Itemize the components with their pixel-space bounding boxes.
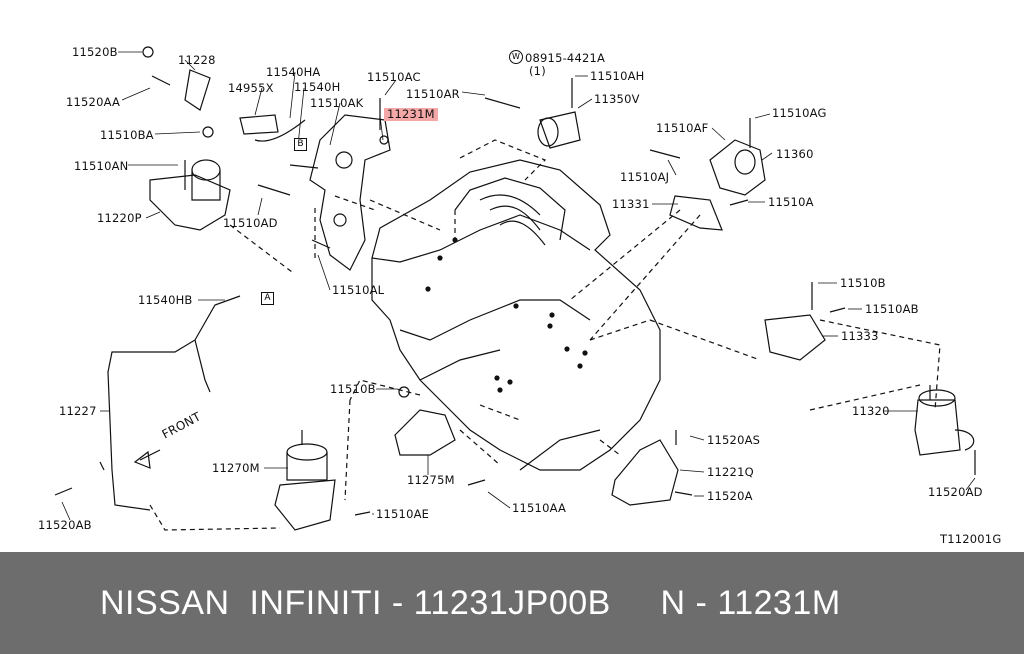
part-label: 11510AF	[656, 121, 709, 135]
part-label: 11510AG	[772, 106, 827, 120]
part-label: 11520AS	[707, 433, 761, 447]
diagram-drawing	[54, 46, 976, 531]
part-label: 14955X	[228, 81, 274, 95]
bracket-11221q	[611, 439, 679, 506]
part-label: 11510AR	[406, 87, 460, 101]
part-label: 11520AB	[38, 518, 92, 532]
part-label: 11275M	[407, 473, 455, 487]
mount-11350v	[539, 111, 581, 149]
part-label: 11227	[59, 404, 97, 418]
part-label: 11510B	[840, 276, 886, 290]
parts-diagram: 11520B 11228 11520AA 14955X 11540HA 1154…	[38, 45, 1002, 546]
part-label: 11510A	[768, 195, 814, 209]
part-label: 11510AH	[590, 69, 645, 83]
bolt-11510al	[311, 239, 331, 249]
bolt-11520b	[142, 46, 154, 58]
part-label: 11510AD	[223, 216, 278, 230]
bolt-11510aj	[649, 149, 681, 159]
part-label: 11520AD	[928, 485, 983, 499]
bolt-11510ad	[257, 184, 291, 196]
bolt-11510ae	[354, 511, 371, 516]
part-label: 11228	[178, 53, 216, 67]
mount-11320	[914, 399, 961, 456]
bracket-11231m	[309, 114, 391, 271]
mount-11360	[709, 139, 766, 196]
mount-11270m	[286, 443, 328, 461]
bracket-11333	[764, 314, 826, 361]
bolt-11510a	[729, 199, 749, 206]
bolt-11510ab	[829, 307, 846, 313]
bolt-11520aa	[151, 75, 171, 86]
part-label: 11320	[852, 404, 890, 418]
sensor-14955x	[239, 114, 279, 135]
bolt-11510ar	[484, 97, 521, 109]
leader-lines	[61, 51, 976, 521]
bolt-11520a	[674, 491, 693, 496]
part-qty: (1)	[529, 64, 546, 78]
part-label: 11510AA	[512, 501, 567, 515]
part-label: 11510AK	[310, 96, 364, 110]
part-label: 11510AB	[865, 302, 919, 316]
bracket-11220p	[149, 174, 231, 231]
part-label: 11510AE	[376, 507, 430, 521]
part-label: 11510AL	[332, 283, 385, 297]
part-number-text: NISSAN INFINITI - 11231JP00B N - 11231M	[100, 583, 841, 622]
bolt-11520ab	[54, 487, 73, 496]
part-label: 11510AN	[74, 159, 129, 173]
bolt-11510aa	[467, 479, 486, 486]
diagram-code: T112001G	[940, 532, 1002, 546]
part-label: 11510AC	[367, 70, 421, 84]
part-label: 11360	[776, 147, 814, 161]
part-label: 11520AA	[66, 95, 121, 109]
part-label: 11540H	[294, 80, 341, 94]
highlighted-part-label: 11231M	[384, 108, 438, 121]
part-label: 08915-4421A	[525, 51, 606, 65]
bracket-11228	[184, 69, 211, 111]
washer-marker: W	[509, 50, 523, 64]
part-label: 11270M	[212, 461, 260, 475]
part-label: 11510BA	[100, 128, 154, 142]
part-label: 11333	[841, 329, 879, 343]
part-label: 11520B	[72, 45, 118, 59]
ref-marker-a: A	[261, 292, 274, 305]
part-label: 11510AJ	[620, 170, 670, 184]
part-label: 11350V	[594, 92, 640, 106]
part-label: 11520A	[707, 489, 753, 503]
bracket-11331	[669, 195, 723, 231]
part-label: 11331	[612, 197, 650, 211]
part-label: 11540HB	[138, 293, 193, 307]
bracket-11275m	[394, 409, 456, 456]
engine-block-illustration	[371, 159, 661, 471]
ref-marker-b: B	[294, 138, 307, 151]
dashed-guide-lines	[149, 139, 941, 531]
part-label: 11221Q	[707, 465, 754, 479]
part-label: 11540HA	[266, 65, 321, 79]
part-label: 11510B	[330, 382, 376, 396]
front-arrow	[133, 450, 151, 469]
part-label: 11220P	[97, 211, 142, 225]
tube-11227	[107, 295, 241, 511]
part-number-banner: NISSAN INFINITI - 11231JP00B N - 11231M	[0, 552, 1024, 654]
